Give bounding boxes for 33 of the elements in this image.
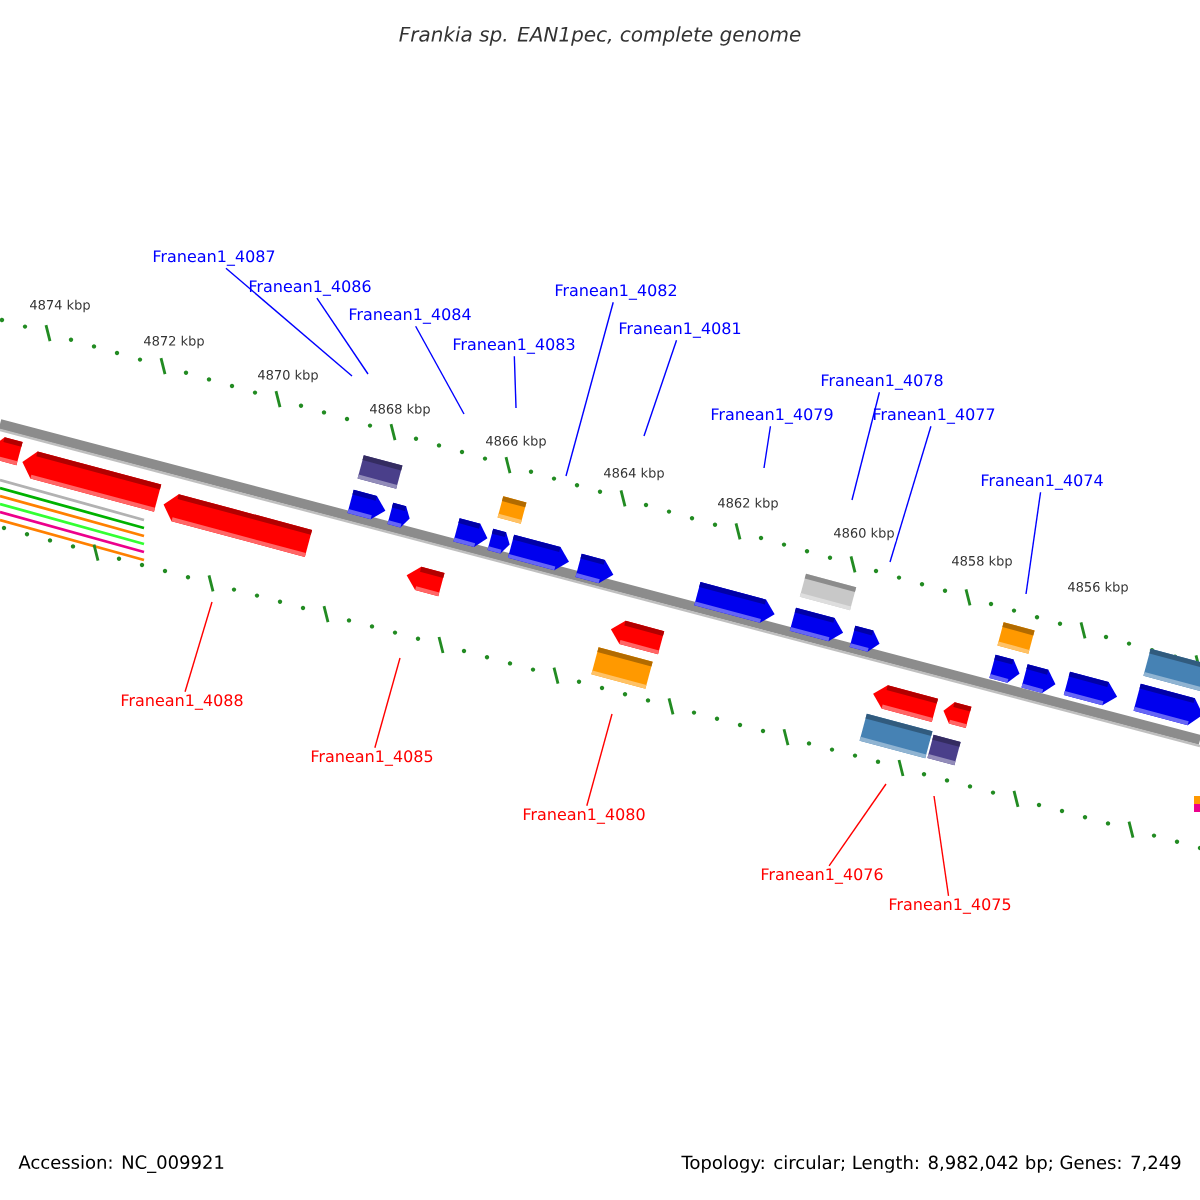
gene-label: Franean1_4085 (311, 750, 433, 766)
gene-label: Franean1_4078 (821, 374, 943, 390)
gene-label: Franean1_4081 (619, 322, 741, 338)
genome-info-text: Topology: circular; Length: 8,982,042 bp; Genes: 7,249 (681, 1155, 1181, 1173)
gene-label: Franean1_4074 (981, 474, 1103, 490)
leader-line (414, 325, 465, 415)
leader-line (851, 391, 881, 501)
leader-line (933, 795, 950, 897)
gene-label: Franean1_4075 (889, 898, 1011, 914)
gene-label: Franean1_4087 (153, 250, 275, 266)
gene-label: Franean1_4076 (761, 868, 883, 884)
gene-label: Franean1_4083 (453, 338, 575, 354)
leader-line (225, 267, 353, 377)
gene-label: Franean1_4079 (711, 408, 833, 424)
leader-line (763, 425, 772, 469)
leader-line (565, 301, 614, 477)
leader-line (643, 339, 678, 437)
leader-line (889, 425, 932, 563)
gene-label: Franean1_4080 (523, 808, 645, 824)
leader-line (316, 297, 369, 375)
gene-label: Franean1_4077 (873, 408, 995, 424)
leader-line (184, 601, 213, 693)
title: Frankia sp. EAN1pec, complete genome (399, 26, 801, 46)
gene-label: Franean1_4086 (249, 280, 371, 296)
leader-line (374, 657, 401, 749)
gene-label: Franean1_4088 (121, 694, 243, 710)
leader-line (586, 713, 613, 807)
leader-line (828, 783, 887, 867)
leader-line (513, 355, 517, 409)
leader-line (1025, 491, 1042, 595)
accession-text: Accession: NC_009921 (18, 1155, 224, 1173)
gene-label: Franean1_4084 (349, 308, 471, 324)
gene-label: Franean1_4082 (555, 284, 676, 300)
